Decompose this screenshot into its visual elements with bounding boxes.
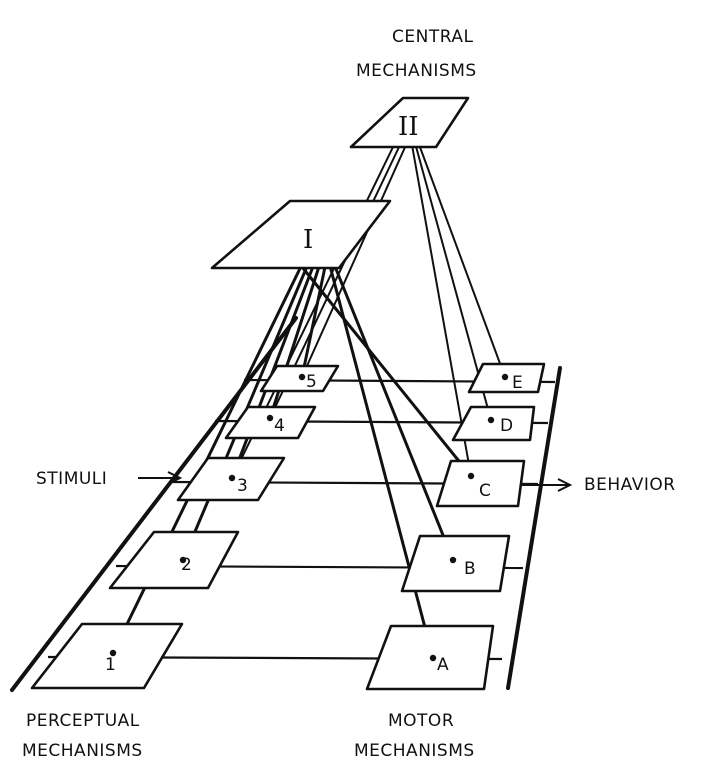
central-label-I: I [303,225,313,255]
perceptual-mechanisms-title-line2: MECHANISMS [22,741,143,761]
endpoint-dot-B [449,556,457,564]
connection-I-to-C [299,264,473,478]
motor-label-B: B [464,559,476,579]
endpoint-dot-C [467,472,475,480]
motor-plane-D[interactable]: D [451,405,536,442]
perceptual-mechanisms-title-line1: PERCEPTUAL [26,711,140,731]
right-rail [506,366,562,690]
connections [111,144,506,660]
perceptual-label-3: 3 [237,476,248,496]
endpoint-dot-3 [228,474,236,482]
perceptual-plane-1[interactable]: 1 [30,622,184,690]
behavior-arrow [520,478,573,492]
connection-I-to-4 [268,264,321,420]
stimuli-label: STIMULI [36,469,107,489]
connection-II-to-5 [301,144,407,378]
perceptual-label-5: 5 [306,372,317,392]
connection-II-to-C [411,144,472,477]
perceptual-plane-2[interactable]: 2 [108,530,240,590]
central-plane-I[interactable]: I [210,199,392,270]
central-mechanisms-title-line2: MECHANISMS [356,61,477,81]
connection-I-to-5 [300,264,327,379]
connection-I-to-B [333,264,455,562]
connection-I-to-A [328,264,435,660]
perceptual-label-4: 4 [274,416,285,436]
endpoint-dot-1 [109,649,117,657]
endpoint-dot-A [429,654,437,662]
motor-mechanisms-title-line1: MOTOR [388,711,454,731]
motor-label-A: A [437,655,449,675]
motor-label-D: D [500,416,513,436]
endpoint-dot-4 [266,414,274,422]
behavior-label: BEHAVIOR [584,475,676,495]
motor-mechanisms-title-line2: MECHANISMS [354,741,475,761]
perceptual-label-1: 1 [105,655,116,675]
motor-plane-B[interactable]: B [400,534,511,593]
central-label-II: II [398,112,419,142]
motor-label-C: C [479,481,491,501]
central-mechanisms-title-line1: CENTRAL [392,27,473,47]
endpoint-dot-2 [179,556,187,564]
connection-endpoints [109,373,509,662]
motor-plane-C[interactable]: C [435,459,526,508]
motor-label-E: E [512,373,523,393]
endpoint-dot-5 [298,373,306,381]
connection-II-to-E [418,144,506,378]
central-plane-II[interactable]: II [349,96,470,149]
stimuli-arrow [138,471,183,485]
endpoint-dot-D [487,416,495,424]
perceptual-label-2: 2 [181,555,192,575]
endpoint-dot-E [501,373,509,381]
perceptual-plane-4[interactable]: 4 [224,405,317,440]
